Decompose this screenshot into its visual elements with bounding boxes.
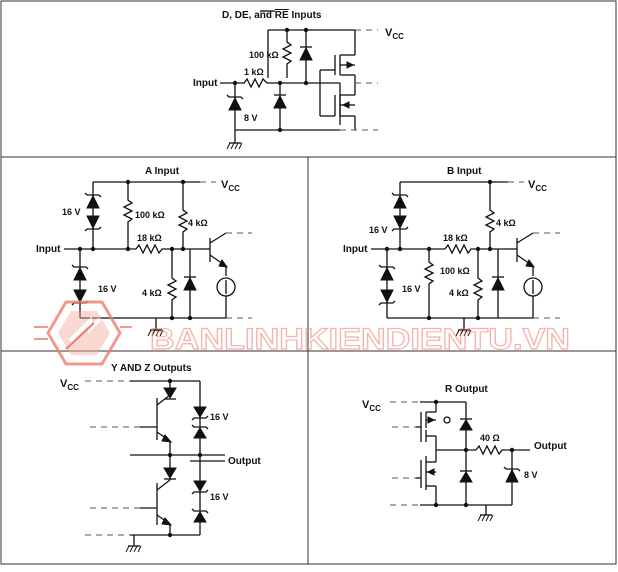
resistor-100k-label: 100 kΩ (135, 210, 165, 220)
resistor-4k-bottom (472, 249, 484, 318)
resistor-40-label: 40 Ω (480, 433, 500, 443)
output-label: Output (534, 441, 567, 452)
resistor-4k-top-label: 4 kΩ (496, 218, 516, 228)
resistor-18k-label: 18 kΩ (137, 233, 162, 243)
resistor-40 (475, 444, 530, 456)
zener-bottom-label: 16 V (402, 284, 421, 294)
zener-8v-label: 8 V (524, 470, 538, 480)
resistor-4k-bottom (166, 249, 178, 318)
resistor-100k (281, 30, 293, 78)
watermark-logo: BANLINHKIENDIENTU.VN (34, 300, 571, 366)
resistor-100k (423, 249, 435, 318)
zener-bottom-label: 16 V (210, 492, 229, 502)
resistor-4k-top-label: 4 kΩ (188, 218, 208, 228)
zener-8v-label: 8 V (244, 113, 258, 123)
resistor-100k-label: 100 kΩ (440, 266, 470, 276)
resistor-100k (122, 182, 134, 250)
output-label: Output (228, 456, 261, 467)
vcc-label: VCC (362, 399, 381, 413)
ground-diode (273, 94, 287, 109)
resistor-4k-bottom-label: 4 kΩ (142, 288, 162, 298)
resistor-1k-label: 1 kΩ (244, 67, 264, 77)
clamp-diode (299, 46, 313, 61)
resistor-18k (135, 243, 198, 255)
vcc-label: VCC (385, 27, 404, 41)
panel-yz-outputs: Y AND Z Outputs VCC 16 V Output (60, 363, 261, 553)
resistor-100k-label: 100 kΩ (249, 50, 279, 60)
panel-title: D, DE, and RE Inputs (222, 10, 322, 21)
resistor-4k-top (177, 182, 189, 250)
resistor-18k-label: 18 kΩ (443, 233, 468, 243)
panel-title: A Input (145, 166, 180, 177)
vcc-label: VCC (221, 179, 240, 193)
panel-r-output: R Output VCC 40 Ω Output 8 V (362, 384, 567, 522)
panel-title: B Input (447, 166, 482, 177)
vcc-label: VCC (60, 378, 79, 392)
input-label: Input (36, 244, 61, 255)
zener-top-label: 16 V (62, 207, 81, 217)
input-label: Input (193, 78, 218, 89)
resistor-1k (243, 77, 268, 89)
zener-top-label: 16 V (210, 412, 229, 422)
zener-bottom-label: 16 V (98, 284, 117, 294)
resistor-4k-bottom-label: 4 kΩ (449, 288, 469, 298)
panel-a-input: A Input VCC 16 V 100 kΩ 4 kΩ Input 18 kΩ (36, 166, 252, 337)
panel-b-input: B Input VCC 16 V 4 kΩ Input 18 kΩ 16 V (343, 166, 560, 337)
watermark-text: BANLINHKIENDIENTU.VN (150, 323, 570, 356)
input-label: Input (343, 244, 368, 255)
zener-8v (228, 96, 242, 111)
panel-title: R Output (445, 384, 488, 395)
panel-title: Y AND Z Outputs (111, 363, 192, 374)
resistor-18k (444, 243, 505, 255)
resistor-4k-top (484, 182, 496, 250)
vcc-label: VCC (528, 179, 547, 193)
panel-d-de-re-inputs: D, DE, and RE Inputs VCC 100 kΩ Input 1 … (193, 10, 404, 150)
mosfet-pair (319, 30, 378, 130)
zener-top-label: 16 V (369, 225, 388, 235)
